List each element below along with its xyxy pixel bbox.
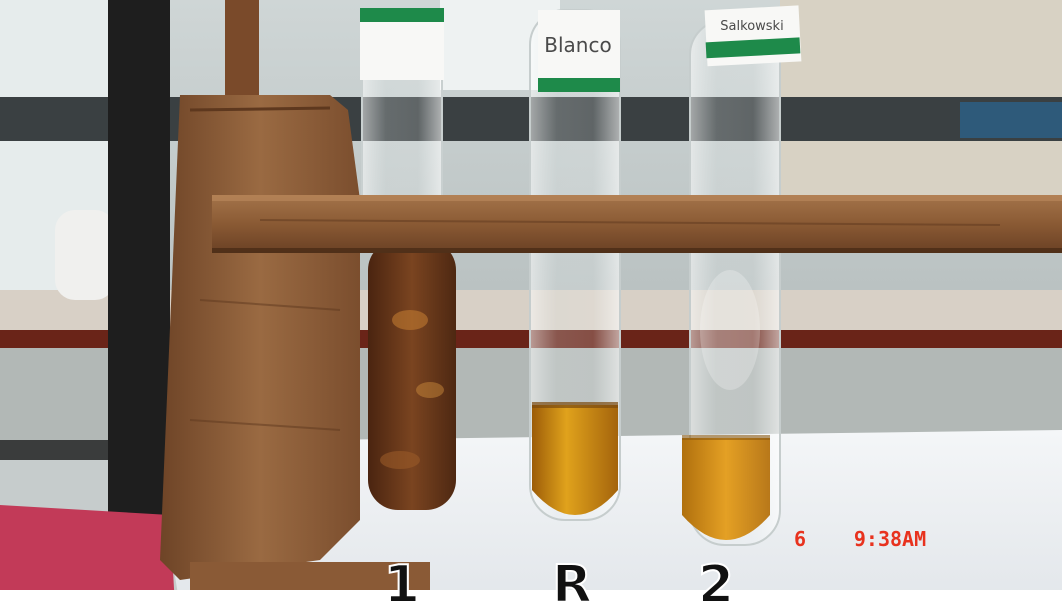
red-cloth <box>0 505 175 607</box>
timestamp-day: 6 <box>794 527 806 551</box>
label-1: 1 <box>384 555 420 607</box>
label-2: 2 <box>698 555 734 607</box>
dark-pillar <box>108 0 170 520</box>
bottom-band <box>0 590 1062 607</box>
rack-crossbar <box>212 195 1062 253</box>
test-tube-1 <box>360 8 456 510</box>
label-r: R <box>552 555 592 607</box>
photo-timestamp: 6 9:38AM <box>794 527 926 551</box>
tube-2-label: Salkowski <box>720 19 783 34</box>
wood-post <box>225 0 259 110</box>
test-tube-2: Salkowski <box>682 5 802 546</box>
timestamp-time: 9:38AM <box>854 527 926 551</box>
rack-side <box>160 95 360 580</box>
rack-base <box>190 562 430 590</box>
tube-r-label: Blanco <box>544 33 611 57</box>
test-tube-r: Blanco <box>529 9 621 521</box>
